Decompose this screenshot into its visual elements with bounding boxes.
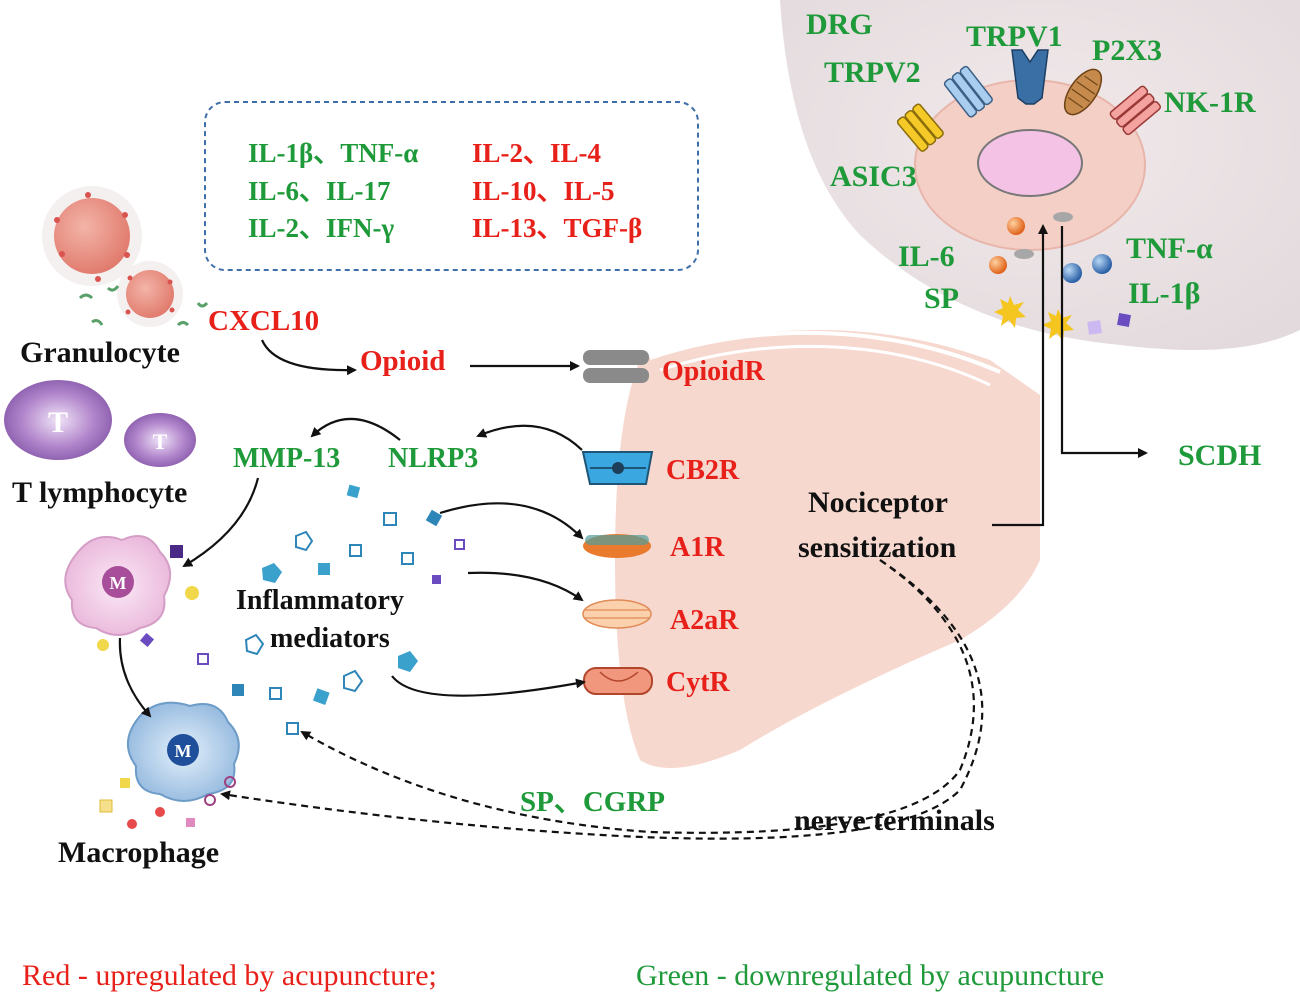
asic3-channel-icon xyxy=(896,103,944,152)
macrophage-pink-icon xyxy=(64,535,171,636)
nerve-fiber-line xyxy=(659,344,991,387)
trpv1-channel-icon xyxy=(1011,49,1049,105)
nerve-terminals-label: nerve terminals xyxy=(794,804,995,837)
a2ar-label: A2aR xyxy=(670,605,739,636)
granulocyte-icon xyxy=(42,186,209,327)
trpv2-label: TRPV2 xyxy=(824,56,921,89)
cb2r-label: CB2R xyxy=(666,455,740,486)
cytr-label: CytR xyxy=(666,667,731,698)
arrow-drg-to-scdh xyxy=(1060,226,1148,458)
opioidr-label: OpioidR xyxy=(662,356,765,387)
nociceptor-label: sensitization xyxy=(798,531,957,564)
a2ar-receptor-icon xyxy=(582,599,652,629)
arrow-nlrp3-to-mmp13 xyxy=(310,417,401,441)
macrophage-particles xyxy=(97,545,236,829)
vesicle-icon xyxy=(1014,249,1034,259)
nociceptor-label: Nociceptor xyxy=(808,486,948,519)
arrow-nociceptor-to-drg xyxy=(992,224,1048,527)
macrophage-label: Macrophage xyxy=(58,836,219,869)
tnfa-label: TNF-α xyxy=(1126,232,1213,265)
sp-star-icon xyxy=(1042,309,1074,341)
drg-nucleus xyxy=(977,129,1083,197)
nlrp3-label: NLRP3 xyxy=(388,443,478,474)
nerve-terminal-shape xyxy=(615,330,1040,768)
drg-title: DRG xyxy=(806,8,873,41)
cytokine-box-border xyxy=(204,101,699,271)
mmp13-label: MMP-13 xyxy=(233,443,340,474)
granulocyte-label: Granulocyte xyxy=(20,336,180,369)
opioidr-receptor-icon xyxy=(583,350,649,383)
il6-molecule-icon xyxy=(1007,217,1025,235)
arrow-macrophage-to-macrophage xyxy=(118,637,152,718)
t-lymphocyte-label: T lymphocyte xyxy=(12,476,187,509)
trpv2-channel-icon xyxy=(943,65,993,118)
dashed-arrow-to-macrophage xyxy=(220,559,984,840)
drg-region: DRG TRPV1 TRPV2 P2X3 NK-1R ASIC3 IL-6 SP… xyxy=(780,0,1300,350)
cb2r-receptor-icon xyxy=(581,451,654,485)
dashed-arrow-to-mediators xyxy=(300,559,975,834)
tnf-molecule-icon xyxy=(1092,254,1112,274)
arrow-mediators-to-a2ar xyxy=(467,571,584,602)
macrophage-symbol: M xyxy=(110,573,127,593)
macrophage-blue-icon xyxy=(127,701,240,802)
mediators-label: Inflammatory xyxy=(236,585,404,616)
il6-label: IL-6 xyxy=(898,240,955,273)
opioid-label: Opioid xyxy=(360,345,445,377)
sp-cgrp-label: SP、CGRP xyxy=(520,786,665,818)
cytokine-box: IL-1β、TNF-α IL-6、IL-17 IL-2、IFN-γ IL-2、I… xyxy=(204,101,699,271)
il1b-label: IL-1β xyxy=(1128,277,1200,310)
inflammatory-mediator-particles xyxy=(197,484,465,735)
cytokine-up-3: IL-13、TGF-β xyxy=(472,213,642,243)
asic3-label: ASIC3 xyxy=(830,160,917,193)
arrow-mediators-to-cytr xyxy=(391,675,586,697)
pathway-arrows xyxy=(118,224,1148,840)
t-lymphocyte-icon xyxy=(4,380,196,467)
cytokine-down-3: IL-2、IFN-γ xyxy=(248,213,394,243)
arrow-cb2r-to-nlrp3 xyxy=(476,424,583,451)
trpv1-label: TRPV1 xyxy=(966,20,1063,53)
nk1r-label: NK-1R xyxy=(1164,86,1256,119)
sp-label: SP xyxy=(924,282,959,315)
vesicle-icon xyxy=(1053,212,1073,222)
p2x3-channel-icon xyxy=(1063,68,1103,116)
cxcl10-label: CXCL10 xyxy=(208,305,319,337)
t-cell-symbol: T xyxy=(48,406,68,439)
a1r-receptor-icon xyxy=(583,534,651,558)
cytokine-down-2: IL-6、IL-17 xyxy=(248,176,391,206)
t-cell-symbol: T xyxy=(153,429,168,454)
tnf-molecule-icon xyxy=(1062,263,1082,283)
mediator-square-icon xyxy=(1087,320,1102,335)
nk1r-channel-icon xyxy=(1109,85,1162,136)
nerve-fiber-line xyxy=(649,330,1001,374)
nerve-terminal xyxy=(615,330,1040,768)
cytr-receptor-icon xyxy=(583,667,653,695)
sp-star-icon xyxy=(994,296,1026,328)
arrow-mmp13-to-macrophage xyxy=(182,477,260,568)
macrophage-symbol: M xyxy=(175,741,192,761)
p2x3-label: P2X3 xyxy=(1092,34,1162,67)
il6-molecule-icon xyxy=(989,256,1007,274)
legend-green: Green - downregulated by acupuncture xyxy=(636,959,1104,992)
scdh-label: SCDH xyxy=(1178,439,1261,472)
arrow-cxcl10-to-opioid xyxy=(260,339,357,376)
cytokine-down-1: IL-1β、TNF-α xyxy=(248,138,418,168)
cytokine-up-2: IL-10、IL-5 xyxy=(472,176,615,206)
mediators-label: mediators xyxy=(270,623,390,654)
legend-red: Red - upregulated by acupuncture; xyxy=(22,959,437,992)
mediator-square-icon xyxy=(1117,313,1131,327)
cytokine-up-1: IL-2、IL-4 xyxy=(472,138,601,168)
a1r-label: A1R xyxy=(670,532,725,563)
arrow-mediators-to-a1r xyxy=(439,502,584,540)
